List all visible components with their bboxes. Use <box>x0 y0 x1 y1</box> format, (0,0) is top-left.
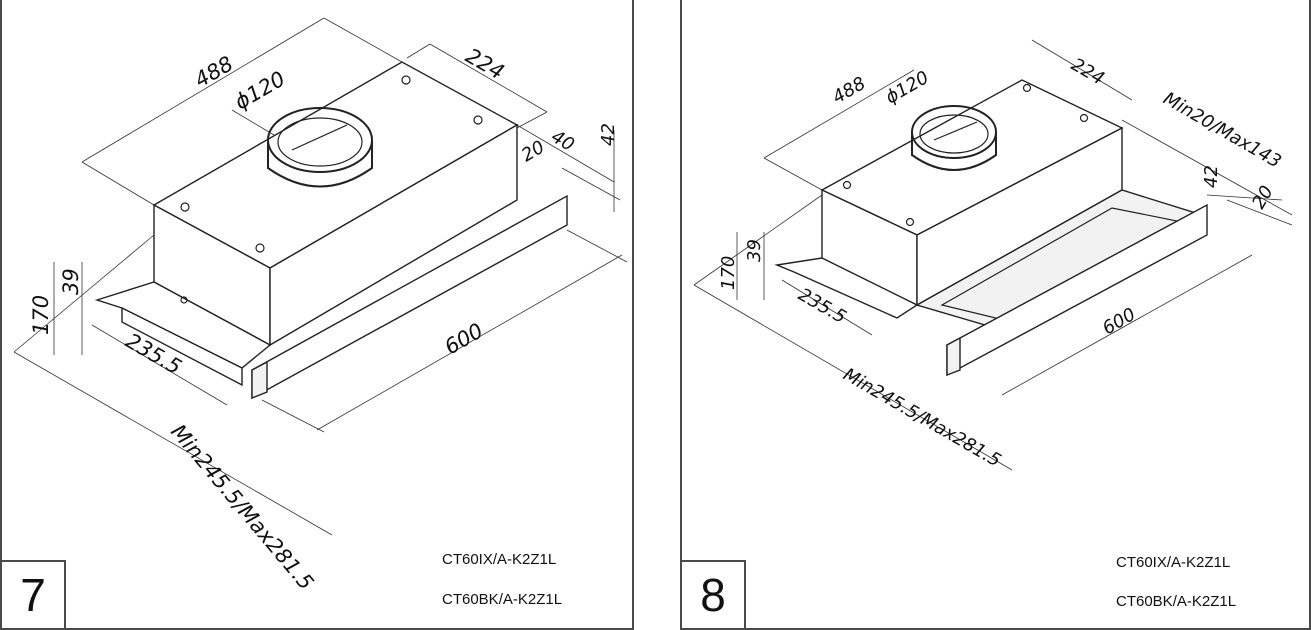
mount-hole <box>842 180 852 190</box>
dim-line-42 <box>1206 194 1283 201</box>
duct-collar-inner <box>919 114 989 154</box>
damper-flap <box>933 121 978 141</box>
dim-label-600: 600 <box>1099 304 1139 339</box>
model-name-bk: CT60BK/A-K2Z1L <box>1116 593 1237 610</box>
dim-line-20 <box>561 167 621 201</box>
model-name-bk: CT60BK/A-K2Z1L <box>442 591 563 608</box>
dim-label-range-top: Min20/Max143 <box>1160 88 1285 172</box>
mount-hole <box>255 243 265 253</box>
dim-label-range: Min245.5/Max281.5 <box>840 364 1005 471</box>
ext-line <box>566 229 628 263</box>
dim-line-range <box>693 284 1013 471</box>
dim-label-600: 600 <box>441 318 488 359</box>
figure-number-box: 8 <box>680 560 746 630</box>
tray-left <box>774 257 919 319</box>
ext-line <box>323 17 403 63</box>
dim-line-600 <box>316 254 623 431</box>
mount-hole <box>473 115 483 125</box>
dim-line-488 <box>81 17 325 163</box>
dim-label-170: 170 <box>29 295 53 335</box>
dim-line-20 <box>1226 199 1293 226</box>
hood-drawing-retracted: 488 224 ϕ120 40 42 20 170 39 235.5 600 M… <box>13 17 628 595</box>
dim-line-224 <box>429 43 548 113</box>
dim-line-235 <box>781 279 873 336</box>
dim-label-39: 39 <box>59 268 83 295</box>
ext-line <box>406 43 431 59</box>
figure-number-box: 7 <box>0 560 66 630</box>
dim-label-40: 40 <box>548 126 578 156</box>
mount-hole <box>1079 113 1089 123</box>
tray-left <box>94 281 272 369</box>
ext-line <box>261 399 325 433</box>
dim-label-39: 39 <box>744 239 765 262</box>
dim-label-488: 488 <box>829 73 869 108</box>
ext-line <box>763 157 823 191</box>
dim-label-170: 170 <box>718 256 739 290</box>
dim-line-40 <box>516 124 615 183</box>
tray-edge <box>121 306 243 387</box>
front-strip-end <box>251 360 268 400</box>
dim-label-duct: ϕ120 <box>231 67 290 115</box>
duct-collar-side <box>267 140 373 188</box>
mount-hole <box>1022 83 1032 93</box>
mount-hole <box>180 202 190 212</box>
duct-collar-side <box>911 132 997 171</box>
dim-label-224: 224 <box>462 44 509 85</box>
dim-label-42: 42 <box>598 123 619 146</box>
dim-label-42: 42 <box>1201 165 1222 188</box>
ext-line <box>13 234 155 353</box>
damper-flap <box>291 124 348 151</box>
dim-label-488: 488 <box>191 51 238 92</box>
dim-line-488 <box>763 69 915 159</box>
mount-hole <box>905 217 915 227</box>
ext-line <box>516 111 548 129</box>
ext-line <box>81 161 155 206</box>
figure-number: 8 <box>700 569 726 621</box>
dim-line-range <box>13 351 333 536</box>
front-strip-end <box>946 336 961 377</box>
mount-hole <box>180 296 188 304</box>
ext-line <box>693 194 823 286</box>
dim-line-duct <box>231 109 275 136</box>
mount-hole <box>401 75 411 85</box>
dim-label-20: 20 <box>1248 182 1278 212</box>
figure-7-panel: 488 224 ϕ120 40 42 20 170 39 235.5 600 M… <box>0 0 634 630</box>
dim-label-224: 224 <box>1068 54 1108 89</box>
model-name-ix: CT60IX/A-K2Z1L <box>442 551 557 568</box>
model-name-ix: CT60IX/A-K2Z1L <box>1116 554 1231 571</box>
hood-front-face <box>269 123 518 347</box>
hood-drawing-extended: 488 224 ϕ120 Min20/Max143 42 20 170 39 2… <box>693 39 1293 471</box>
duct-collar-inner <box>277 117 363 167</box>
dim-line-235 <box>91 324 228 406</box>
figure-number: 7 <box>20 569 46 621</box>
dim-line-224 <box>1031 39 1133 101</box>
dim-label-duct: ϕ120 <box>882 67 933 108</box>
dim-line-600 <box>1001 254 1253 396</box>
figure-8-panel: 488 224 ϕ120 Min20/Max143 42 20 170 39 2… <box>680 0 1311 630</box>
dim-label-range: Min245.5/Max281.5 <box>166 420 318 595</box>
